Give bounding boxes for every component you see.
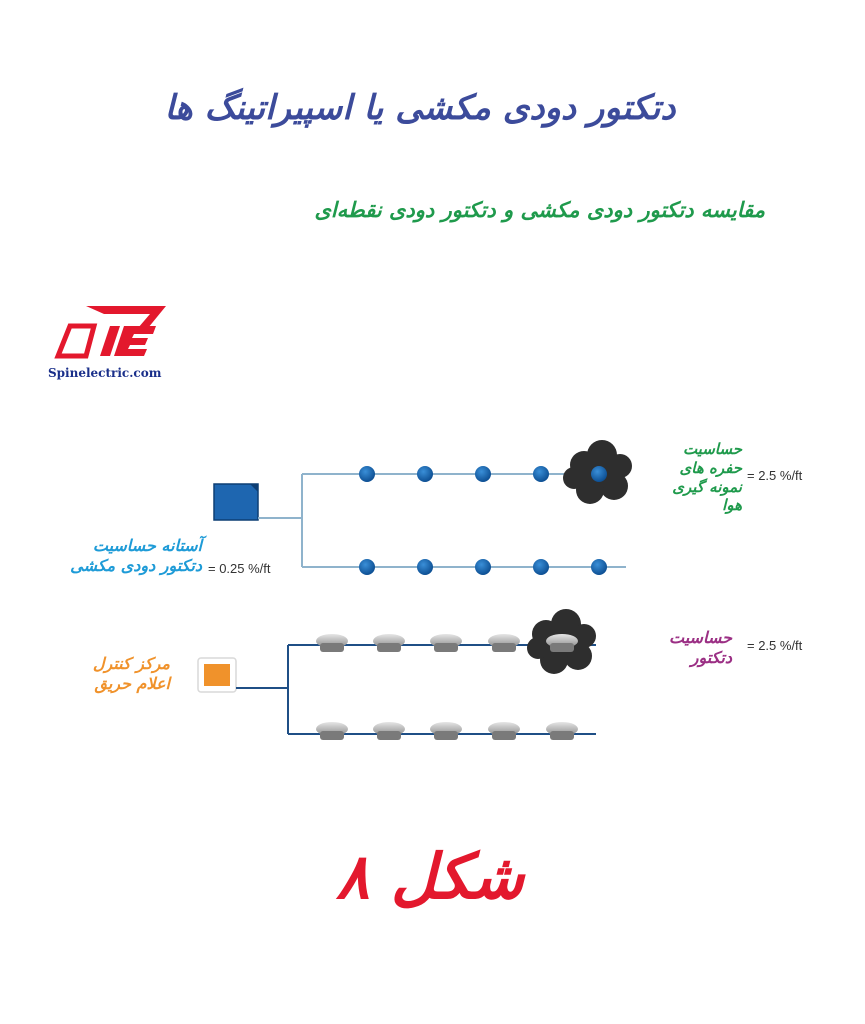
point-smoke-detector — [546, 722, 578, 740]
detector-sensitivity-value: = 2.5 %/ft — [747, 638, 803, 653]
sampling-holes-row-2 — [359, 559, 607, 575]
hole-sensitivity-label: حساسیت حفره های نمونه گیری هوا — [630, 440, 742, 515]
hole-sensitivity-line-3: نمونه گیری — [672, 477, 742, 496]
threshold-line-1: آستانه حساسیت — [92, 536, 202, 555]
fire-alarm-panel — [197, 657, 237, 693]
hole-sensitivity-value: = 2.5 %/ft — [747, 468, 803, 483]
detector-sensitivity-label: حساسیت دتکتور — [620, 628, 732, 668]
sampling-hole — [417, 559, 433, 575]
hole-sensitivity-line-4: هوا — [722, 496, 742, 515]
hole-sensitivity-line-1: حساسیت — [682, 440, 742, 458]
panel-label-line-1: مرکز کنترل — [92, 654, 170, 673]
aspirating-panel — [213, 483, 259, 521]
point-smoke-detector — [430, 722, 462, 740]
sampling-holes-row-1 — [359, 466, 607, 482]
page-subtitle: مقایسه دتکتور دودی مکشی و دتکتور دودی نق… — [314, 198, 765, 222]
sampling-hole — [359, 466, 375, 482]
point-smoke-detector — [373, 634, 405, 652]
fire-alarm-panel-label: مرکز کنترل اعلام حریق — [40, 654, 170, 694]
threshold-line-2: دتکتور دودی مکشی — [70, 556, 202, 575]
figure-caption: شکل ۸ — [335, 840, 525, 913]
threshold-value: = 0.25 %/ft — [208, 561, 271, 576]
spinelectric-logo — [54, 306, 166, 359]
point-detectors-row-2 — [316, 722, 578, 740]
threshold-label: آستانه حساسیت دتکتور دودی مکشی — [12, 536, 202, 576]
sampling-hole — [359, 559, 375, 575]
sampling-hole — [475, 559, 491, 575]
panel-label-line-2: اعلام حریق — [94, 674, 170, 693]
sampling-hole — [533, 466, 549, 482]
point-smoke-detector — [488, 634, 520, 652]
sampling-hole — [533, 559, 549, 575]
sampling-hole — [475, 466, 491, 482]
sampling-hole — [591, 559, 607, 575]
point-smoke-detector — [373, 722, 405, 740]
point-detectors-row-1 — [316, 634, 578, 652]
point-smoke-detector — [316, 722, 348, 740]
point-smoke-detector — [430, 634, 462, 652]
detector-sensitivity-line-1: حساسیت — [669, 628, 732, 647]
smoke-cloud-aspirating — [563, 440, 632, 504]
detector-sensitivity-line-2: دتکتور — [690, 648, 732, 667]
logo-site-text: Spinelectric.com — [48, 366, 162, 380]
point-smoke-detector — [488, 722, 520, 740]
sampling-hole — [417, 466, 433, 482]
page-title: دتکتور دودی مکشی یا اسپیراتینگ ها — [164, 88, 676, 128]
point-smoke-detector — [316, 634, 348, 652]
sampling-hole — [591, 466, 607, 482]
point-smoke-detector — [546, 634, 578, 652]
hole-sensitivity-line-2: حفره های — [679, 458, 742, 477]
